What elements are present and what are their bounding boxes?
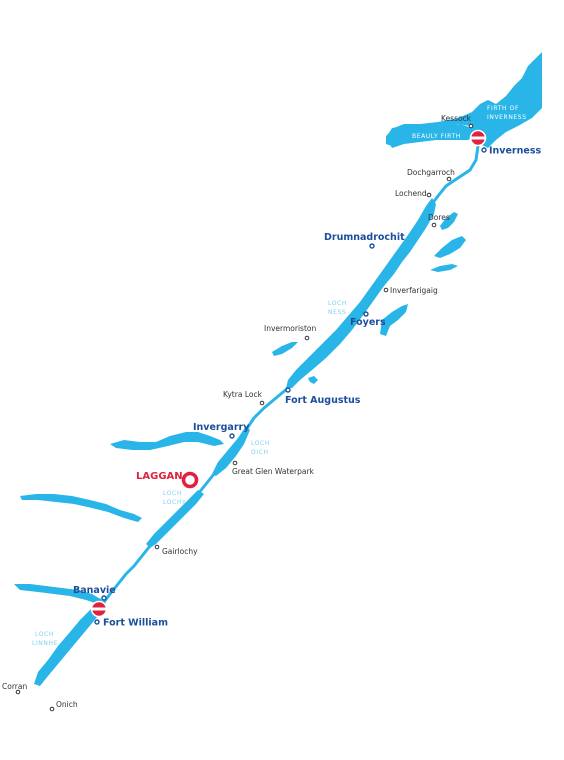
location-dot-icon bbox=[229, 433, 235, 439]
place-label: Foyers bbox=[350, 317, 386, 328]
location-dot-icon bbox=[15, 689, 21, 695]
canal-oich-lochy bbox=[196, 472, 216, 496]
place-banavie[interactable]: Banavie bbox=[73, 585, 116, 601]
base-marker-inverness[interactable] bbox=[469, 129, 487, 147]
place-invergarry[interactable]: Invergarry bbox=[193, 422, 250, 439]
loch-west-1 bbox=[272, 342, 298, 356]
place-invermoriston[interactable]: Invermoriston bbox=[264, 324, 316, 341]
place-kessock[interactable]: Kessock bbox=[441, 114, 474, 129]
place-kytra-lock[interactable]: Kytra Lock bbox=[223, 390, 265, 406]
loch-lochy-label-1: LOCH bbox=[163, 490, 182, 497]
moray-firth bbox=[386, 52, 542, 148]
canal-augustus-oich bbox=[244, 386, 290, 432]
place-label: Onich bbox=[56, 700, 78, 709]
place-drumnadrochit[interactable]: Drumnadrochit bbox=[324, 232, 405, 249]
place-label: Great Glen Waterpark bbox=[232, 467, 315, 476]
loch-east-3 bbox=[430, 264, 458, 272]
firth-of-inverness-label-2: INVERNESS bbox=[487, 114, 527, 121]
loch-ness bbox=[286, 198, 436, 388]
firth-of-inverness-label-1: FIRTH OF bbox=[487, 105, 519, 112]
place-label: Corran bbox=[2, 682, 27, 691]
location-dot-icon bbox=[259, 400, 265, 406]
location-dot-icon bbox=[232, 460, 238, 466]
place-lochend[interactable]: Lochend bbox=[395, 189, 432, 198]
place-label: Gairlochy bbox=[162, 547, 198, 556]
location-dot-icon bbox=[446, 176, 452, 182]
place-label: Invergarry bbox=[193, 422, 250, 433]
place-label: Inverfarigaig bbox=[390, 286, 438, 295]
loch-linnhe bbox=[34, 598, 106, 686]
location-dot-icon bbox=[285, 387, 291, 393]
place-label: Invermoriston bbox=[264, 324, 316, 333]
place-fort-augustus[interactable]: Fort Augustus bbox=[285, 387, 361, 406]
loch-oich bbox=[212, 426, 250, 476]
location-dot-icon bbox=[94, 619, 100, 625]
place-label: Kessock bbox=[441, 114, 472, 123]
location-dot-icon bbox=[431, 222, 437, 228]
location-dot-icon bbox=[468, 123, 474, 129]
loch-ness-label-1: LOCH bbox=[328, 300, 347, 307]
water-bodies bbox=[14, 52, 542, 686]
base-flag-icon bbox=[90, 600, 108, 618]
place-label: Dochgarroch bbox=[407, 168, 455, 177]
place-fort-william[interactable]: Fort William bbox=[94, 618, 168, 629]
place-foyers[interactable]: Foyers bbox=[350, 311, 386, 328]
loch-east-4 bbox=[380, 304, 408, 336]
loch-lochy-label-2: LOCHY bbox=[163, 499, 186, 506]
loch-arkaig bbox=[20, 494, 142, 522]
place-label: Banavie bbox=[73, 585, 116, 596]
loch-eil bbox=[14, 584, 102, 604]
loch-west-2 bbox=[308, 376, 318, 384]
location-dot-icon bbox=[426, 192, 432, 198]
location-dot-icon bbox=[383, 287, 389, 293]
canal-lochy-banavie bbox=[102, 544, 152, 604]
place-inverness[interactable]: Inverness bbox=[481, 146, 541, 157]
major-places: Inverness Drumnadrochit Foyers Fort Augu… bbox=[73, 146, 541, 629]
base-marker-fort-william[interactable] bbox=[90, 600, 108, 618]
place-corran[interactable]: Corran bbox=[2, 682, 27, 695]
ring-marker-icon bbox=[181, 471, 199, 489]
place-label: Inverness bbox=[489, 146, 541, 157]
loch-ness-label-2: NESS bbox=[328, 309, 346, 316]
laggan-label: LAGGAN bbox=[136, 471, 183, 482]
place-label: Drumnadrochit bbox=[324, 232, 405, 243]
beauly-firth-label: BEAULY FIRTH bbox=[412, 133, 461, 140]
place-onich[interactable]: Onich bbox=[49, 700, 78, 712]
location-dot-icon bbox=[154, 544, 160, 550]
laggan-marker[interactable]: LAGGAN bbox=[136, 471, 199, 489]
place-label: Dores bbox=[428, 213, 450, 222]
place-inverfarigaig[interactable]: Inverfarigaig bbox=[383, 286, 438, 295]
location-dot-icon bbox=[101, 595, 107, 601]
loch-oich-label-1: LOCH bbox=[251, 440, 270, 447]
loch-east-1 bbox=[440, 212, 458, 230]
place-great-glen-waterpark[interactable]: Great Glen Waterpark bbox=[232, 460, 315, 476]
location-dot-icon bbox=[369, 243, 375, 249]
place-label: Fort William bbox=[103, 618, 168, 629]
loch-linnhe-label-2: LINNHE bbox=[32, 640, 58, 647]
loch-garry bbox=[110, 432, 224, 450]
location-dot-icon bbox=[304, 335, 310, 341]
place-dores[interactable]: Dores bbox=[428, 213, 450, 228]
location-dot-icon bbox=[481, 147, 487, 153]
river-ness bbox=[430, 144, 480, 206]
place-dochgarroch[interactable]: Dochgarroch bbox=[407, 168, 455, 182]
base-flag-icon bbox=[469, 129, 487, 147]
place-label: Lochend bbox=[395, 189, 427, 198]
location-dot-icon bbox=[49, 706, 55, 712]
loch-lochy bbox=[146, 490, 204, 548]
beauly-firth bbox=[386, 124, 476, 148]
loch-linnhe-label-1: LOCH bbox=[35, 631, 54, 638]
loch-oich-label-2: OICH bbox=[251, 449, 269, 456]
place-gairlochy[interactable]: Gairlochy bbox=[154, 544, 198, 556]
minor-places: Kessock Dochgarroch Lochend Dores Inverf… bbox=[2, 114, 474, 712]
water-labels: FIRTH OF INVERNESS BEAULY FIRTH LOCH NES… bbox=[32, 105, 527, 647]
loch-east-2 bbox=[434, 236, 466, 258]
place-label: Kytra Lock bbox=[223, 390, 263, 399]
location-dot-icon bbox=[363, 311, 369, 317]
place-label: Fort Augustus bbox=[285, 395, 361, 406]
